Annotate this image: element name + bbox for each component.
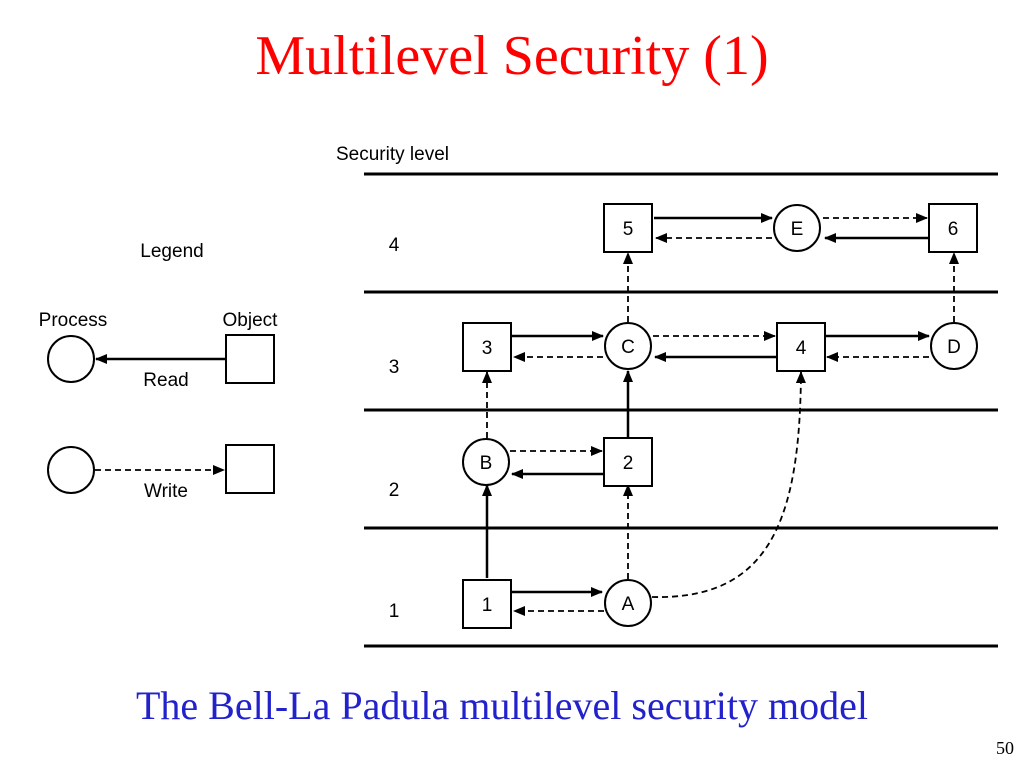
write-arrow-A-to-4 xyxy=(651,371,806,598)
level-label-3: 3 xyxy=(389,357,400,378)
object-5-box xyxy=(603,203,653,253)
legend-process-label: Process xyxy=(39,310,108,331)
slide-caption: The Bell-La Padula multilevel security m… xyxy=(135,683,868,728)
process-A-circle xyxy=(604,579,652,627)
processes: A B C D E xyxy=(462,204,978,627)
legend-read-process-symbol xyxy=(47,335,95,383)
security-levels: Security level 4 3 2 1 xyxy=(336,144,998,648)
object-2-box xyxy=(603,437,653,487)
process-E-label: E xyxy=(791,219,804,240)
legend-write-object-symbol xyxy=(225,444,275,494)
object-4-label: 4 xyxy=(796,338,807,359)
legend: Legend Process Object Read Write xyxy=(39,241,278,502)
object-6-box xyxy=(928,203,978,253)
level-label-2: 2 xyxy=(389,480,400,501)
security-level-axis-label: Security level xyxy=(336,144,449,165)
slide-title: Multilevel Security (1) xyxy=(255,25,769,87)
legend-heading: Legend xyxy=(140,241,203,262)
object-3-label: 3 xyxy=(482,338,493,359)
page-number: 50 xyxy=(996,738,1014,758)
access-arrows xyxy=(482,213,959,616)
level-label-4: 4 xyxy=(389,235,400,256)
legend-write-label: Write xyxy=(144,481,188,502)
process-C-circle xyxy=(604,322,652,370)
legend-object-label: Object xyxy=(223,310,279,331)
legend-write-process-symbol xyxy=(47,446,95,494)
object-4-box xyxy=(776,322,826,372)
object-6-label: 6 xyxy=(948,219,959,240)
process-E-circle xyxy=(773,204,821,252)
object-5-label: 5 xyxy=(623,219,634,240)
legend-read-label: Read xyxy=(143,370,188,391)
legend-read-object-symbol xyxy=(225,334,275,384)
process-D-label: D xyxy=(947,337,961,358)
object-1-label: 1 xyxy=(482,595,493,616)
process-C-label: C xyxy=(621,337,635,358)
process-B-label: B xyxy=(480,453,493,474)
process-B-circle xyxy=(462,438,510,486)
process-D-circle xyxy=(930,322,978,370)
object-3-box xyxy=(462,322,512,372)
object-1-box xyxy=(462,579,512,629)
process-A-label: A xyxy=(622,594,635,615)
object-2-label: 2 xyxy=(623,453,634,474)
level-label-1: 1 xyxy=(389,601,400,622)
objects: 1 2 3 4 5 6 xyxy=(462,203,978,629)
